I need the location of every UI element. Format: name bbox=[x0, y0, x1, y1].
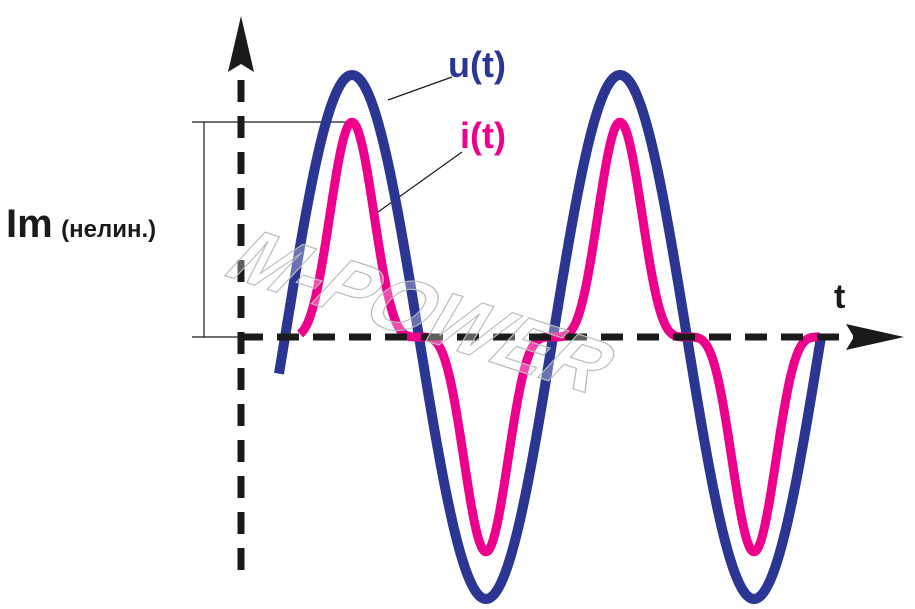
voltage-leader-line bbox=[387, 76, 453, 101]
amplitude-label: Im (нелин.) bbox=[6, 202, 156, 246]
voltage-curve bbox=[274, 70, 826, 604]
current-label: i(t) bbox=[460, 115, 506, 156]
y-axis-arrow-icon bbox=[228, 16, 254, 72]
current-curve bbox=[296, 117, 824, 557]
time-axis-label: t bbox=[834, 278, 845, 316]
amplitude-note: (нелин.) bbox=[61, 216, 156, 243]
x-axis-arrow-icon bbox=[846, 324, 904, 350]
voltage-label: u(t) bbox=[448, 44, 506, 85]
amplitude-main: Im bbox=[6, 202, 53, 246]
